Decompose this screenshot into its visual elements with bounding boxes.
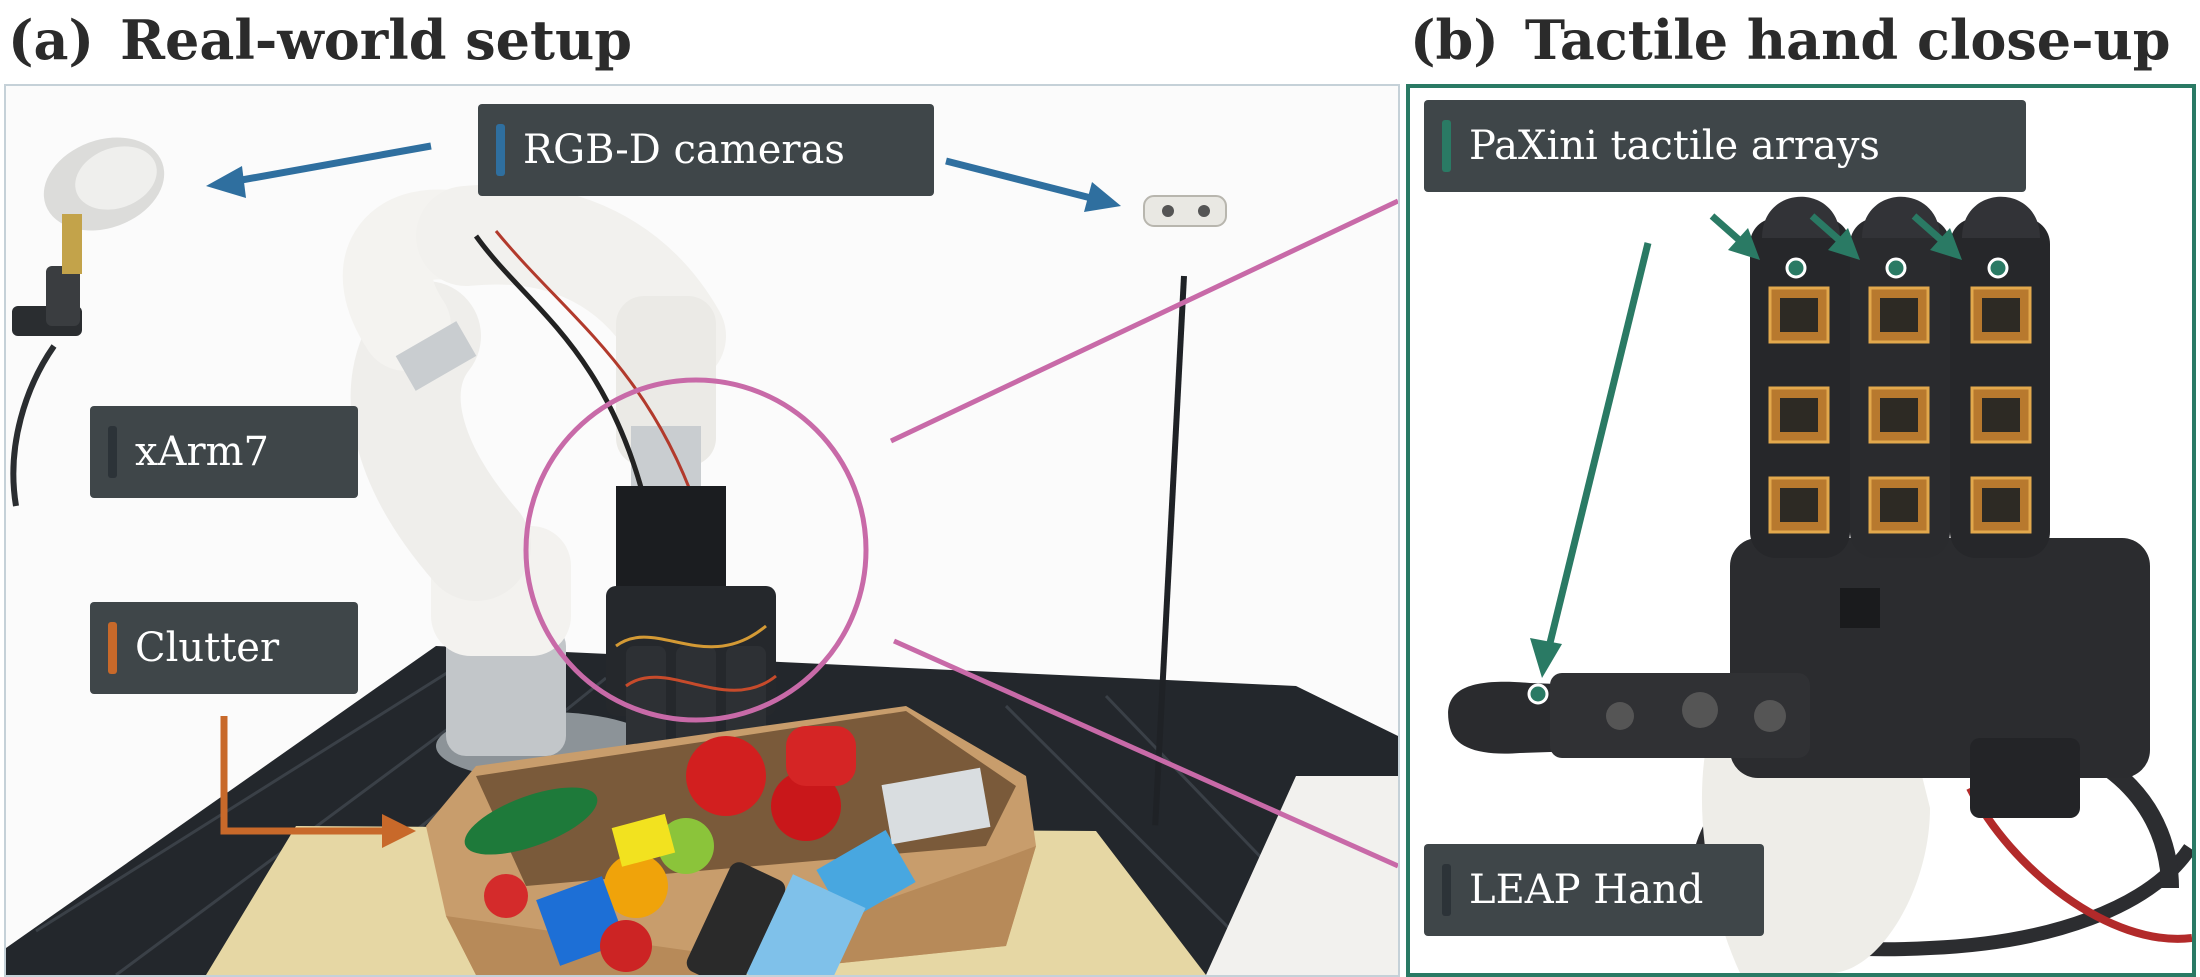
robot-arm	[342, 184, 726, 780]
white-table	[1206, 776, 1398, 975]
arm-color-swatch	[108, 426, 117, 478]
left-camera	[10, 137, 165, 507]
paxini-tactile-arrays-label: PaXini tactile arrays	[1424, 100, 2026, 192]
xarm7-label: xArm7	[90, 406, 358, 498]
camera-arrows	[206, 142, 1121, 212]
hand-color-swatch	[1442, 864, 1451, 916]
setup-photo-illustration	[6, 137, 1398, 975]
paxini-tactile-arrays-text: PaXini tactile arrays	[1469, 123, 1880, 169]
camera-color-swatch	[496, 124, 505, 176]
panel-a-tag: (a)	[8, 8, 95, 72]
hand-closeup-illustration	[1448, 196, 2192, 973]
palm-housing	[1730, 538, 2150, 778]
thumb	[1448, 673, 1810, 758]
clutter-objects	[464, 726, 991, 975]
rgbd-cameras-label: RGB-D cameras	[478, 104, 934, 196]
tactile-hand-panel: PaXini tactile arrays LEAP Hand	[1406, 84, 2196, 977]
zoom-circle	[523, 377, 869, 723]
panel-b-title: Tactile hand close-up	[1524, 8, 2171, 72]
clutter-arrow	[220, 716, 416, 848]
clutter-color-swatch	[108, 622, 117, 674]
panel-b-tag: (b)	[1410, 8, 1499, 72]
real-world-setup-panel: RGB-D cameras xArm7 Clutter	[4, 84, 1400, 977]
panel-a-heading: (a) Real-world setup	[8, 6, 632, 74]
xarm7-text: xArm7	[135, 429, 269, 475]
leap-hand-text: LEAP Hand	[1469, 867, 1704, 913]
tactile-color-swatch	[1442, 120, 1451, 172]
tactile-pad-cores	[1780, 298, 2020, 522]
clutter-label: Clutter	[90, 602, 358, 694]
gripper-hand	[606, 486, 777, 756]
rgbd-cameras-text: RGB-D cameras	[523, 127, 845, 173]
right-camera	[1143, 195, 1227, 826]
panel-b-heading: (b) Tactile hand close-up	[1410, 6, 2171, 74]
panel-a-title: Real-world setup	[120, 8, 632, 72]
clutter-text: Clutter	[135, 625, 280, 671]
zoom-connectors	[889, 198, 1398, 869]
leap-hand-label: LEAP Hand	[1424, 844, 1764, 936]
tactile-marker-dots	[1527, 257, 2009, 705]
tactile-arrows	[1530, 213, 1962, 678]
